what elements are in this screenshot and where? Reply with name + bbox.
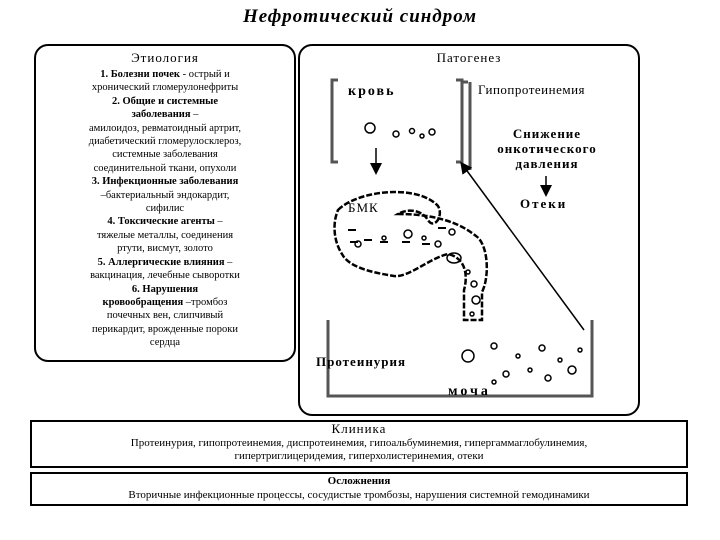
etiology-line: диабетический гломерулосклероз, bbox=[38, 135, 292, 148]
bmk-label: БМК bbox=[348, 200, 379, 215]
etiology-line: перикардит, врожденные пороки bbox=[38, 323, 292, 336]
urine-to-hypoproteinemia-arrow bbox=[460, 161, 585, 331]
clinic-box: Клиника Протеинурия, гипопротеинемия, ди… bbox=[30, 420, 688, 468]
hypoproteinemia-bracket bbox=[460, 80, 468, 92]
page-title: Нефротический синдром bbox=[242, 6, 478, 27]
pathogenesis-heading: Патогенез bbox=[436, 50, 502, 65]
etiology-text: системные заболевания bbox=[112, 149, 218, 161]
etiology-line: 2. Общие и системные bbox=[38, 95, 292, 108]
etiology-text: соединительной ткани, опухоли bbox=[93, 162, 237, 174]
etiology-text: 4. Токсические агенты bbox=[107, 216, 215, 228]
glomerulus-capsule bbox=[333, 190, 488, 322]
etiology-text: 5. Аллергические влияния bbox=[97, 256, 225, 268]
etiology-text: 2. Общие и системные bbox=[111, 95, 219, 107]
etiology-text: 6. Нарушения bbox=[131, 283, 199, 295]
etiology-text: сифилис bbox=[145, 203, 185, 215]
filtered-proteins bbox=[354, 228, 481, 317]
etiology-line: 4. Токсические агенты – bbox=[38, 215, 292, 228]
etiology-text: - острый и bbox=[179, 69, 230, 80]
etiology-text: хронический гломерулонефриты bbox=[91, 82, 239, 94]
oncotic-line-3: давления bbox=[515, 156, 579, 171]
etiology-line: сердца bbox=[38, 336, 292, 349]
etiology-line: 6. Нарушения bbox=[38, 283, 292, 296]
etiology-line: заболевания – bbox=[38, 108, 292, 121]
etiology-line: кровообращения –тромбоз bbox=[38, 296, 292, 309]
etiology-text: кровообращения bbox=[102, 296, 184, 308]
etiology-line: хронический гломерулонефриты bbox=[38, 81, 292, 94]
urine-proteins bbox=[461, 342, 583, 385]
etiology-text: – bbox=[190, 109, 199, 121]
proteinuria-label: Протеинурия bbox=[316, 354, 407, 369]
pathogenesis-diagram bbox=[326, 78, 594, 398]
etiology-text: 1. Болезни почек bbox=[100, 69, 180, 80]
etiology-line: тяжелые металлы, соединения bbox=[38, 229, 292, 242]
blood-bracket-left bbox=[330, 78, 338, 164]
etiology-text: – bbox=[224, 256, 233, 268]
etiology-text: ртути, висмут, золото bbox=[117, 243, 213, 255]
complications-heading: Осложнения bbox=[327, 475, 391, 487]
clinic-text-2: гипертриглицеридемия, гиперхолистеринеми… bbox=[234, 450, 484, 462]
etiology-text: – bbox=[214, 216, 223, 228]
edema-label: Отеки bbox=[520, 196, 568, 211]
etiology-line: амилоидоз, ревматоидный артрит, bbox=[38, 122, 292, 135]
clinic-heading: Клиника bbox=[331, 421, 387, 436]
etiology-text: –бактериальный эндокардит, bbox=[100, 189, 230, 201]
etiology-text: –тромбоз bbox=[183, 296, 228, 308]
clinic-text-1: Протеинурия, гипопротеинемия, диспротеин… bbox=[130, 437, 588, 449]
complications-text: Вторичные инфекционные процессы, сосудис… bbox=[128, 489, 590, 501]
oncotic-pressure-label: Снижение онкотического давления bbox=[476, 126, 618, 171]
etiology-line: 5. Аллергические влияния – bbox=[38, 256, 292, 269]
etiology-text: заболевания bbox=[131, 109, 191, 121]
urine-container bbox=[326, 320, 594, 398]
etiology-line: –бактериальный эндокардит, bbox=[38, 189, 292, 202]
etiology-text: амилоидоз, ревматоидный артрит, bbox=[88, 122, 242, 134]
oncotic-line-1: Снижение bbox=[512, 126, 582, 141]
etiology-line: ртути, висмут, золото bbox=[38, 242, 292, 255]
etiology-line: почечных вен, слипчивый bbox=[38, 309, 292, 322]
blood-label: кровь bbox=[348, 84, 396, 99]
blood-particles bbox=[364, 122, 436, 139]
oncotic-line-2: онкотического bbox=[497, 141, 597, 156]
urine-label: моча bbox=[448, 384, 491, 399]
etiology-line: 1. Болезни почек - острый и bbox=[38, 68, 292, 81]
etiology-line: сифилис bbox=[38, 202, 292, 215]
etiology-text: диабетический гломерулосклероз, bbox=[88, 136, 242, 148]
complications-box: Осложнения Вторичные инфекционные процес… bbox=[30, 472, 688, 506]
etiology-line: системные заболевания bbox=[38, 148, 292, 161]
etiology-line: 3. Инфекционные заболевания bbox=[38, 175, 292, 188]
filtration-membrane bbox=[348, 227, 446, 245]
etiology-text: 3. Инфекционные заболевания bbox=[91, 176, 239, 188]
etiology-text: перикардит, врожденные пороки bbox=[92, 323, 238, 335]
etiology-heading: Этиология bbox=[131, 50, 199, 65]
etiology-text: почечных вен, слипчивый bbox=[106, 310, 224, 322]
etiology-text: сердца bbox=[149, 337, 181, 349]
etiology-line: соединительной ткани, опухоли bbox=[38, 162, 292, 175]
etiology-text: вакцинация, лечебные сыворотки bbox=[90, 270, 240, 282]
etiology-text: тяжелые металлы, соединения bbox=[96, 229, 234, 241]
hypoproteinemia-label: Гипопротеинемия bbox=[478, 82, 586, 97]
etiology-line: вакцинация, лечебные сыворотки bbox=[38, 269, 292, 282]
blood-bracket-right bbox=[456, 78, 464, 164]
